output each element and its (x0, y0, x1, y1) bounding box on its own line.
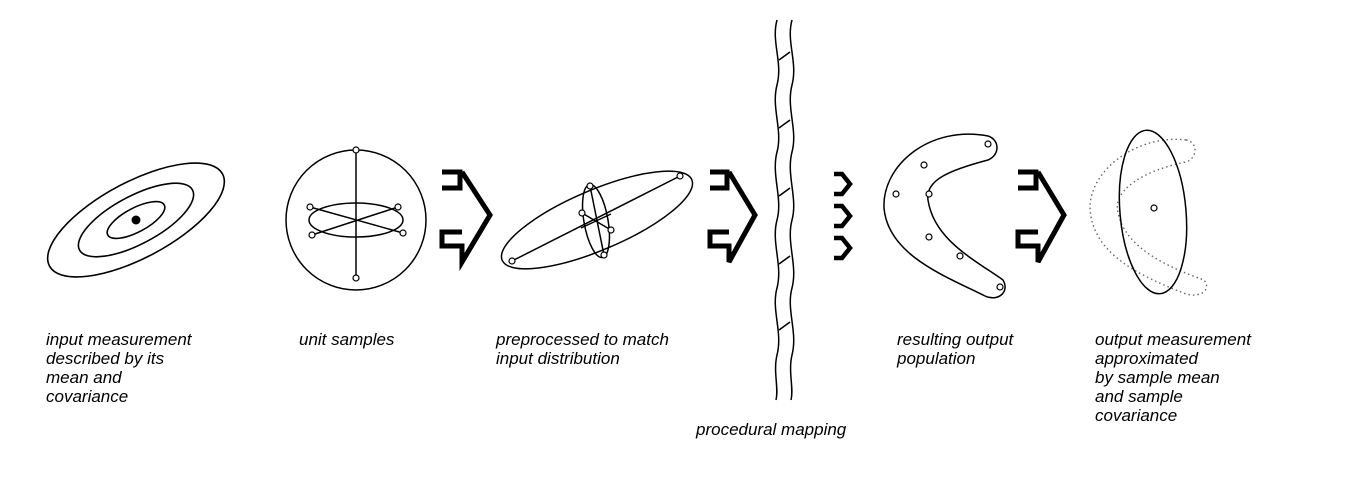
preprocessed-ellipse (500, 170, 694, 270)
preprocessed-cross-axis-2 (580, 213, 612, 229)
caption-line: described by its (46, 349, 165, 368)
small-arrow (834, 235, 853, 261)
output-sample (996, 283, 1004, 291)
sigma-point (600, 251, 608, 259)
barrier-hatch (778, 119, 791, 129)
output-sample (925, 233, 933, 241)
sigma-point (508, 257, 516, 265)
sigma-point (394, 203, 402, 211)
sigma-point (352, 146, 360, 154)
caption-line: covariance (46, 387, 129, 406)
sigma-point (308, 231, 316, 239)
process-arrow-2 (707, 169, 758, 264)
caption-unit-samples: unit samples (299, 330, 394, 349)
caption-preprocessed: preprocessed to match input distribution (496, 330, 669, 368)
procedural-mapping-barrier (774, 19, 795, 401)
caption-procedural-mapping: procedural mapping (696, 420, 846, 439)
preprocessed-sigma-points (508, 172, 684, 265)
sigma-point (352, 274, 360, 282)
small-arrow (834, 203, 853, 229)
outer-covariance-ellipse (46, 162, 226, 278)
sigma-point (578, 209, 586, 217)
sample-mean-point (1150, 204, 1158, 212)
unit-sphere (285, 149, 427, 291)
sigma-point (676, 172, 684, 180)
sigma-point (607, 226, 615, 234)
sphere-diagonal-axis-2 (311, 206, 399, 236)
sigma-point (399, 229, 407, 237)
caption-input-measurement: input measurement described by its mean … (46, 330, 192, 406)
caption-line: resulting output (897, 330, 1014, 349)
caption-line: preprocessed to match (496, 330, 669, 349)
caption-line: input distribution (496, 349, 620, 368)
caption-line: and sample (1095, 387, 1183, 406)
barrier-left-edge (774, 19, 780, 401)
output-sample (984, 140, 992, 148)
caption-line: by sample mean (1095, 368, 1220, 387)
caption-output-measurement: output measurement approximated by sampl… (1095, 330, 1251, 425)
barrier-hatch (778, 255, 791, 265)
input-covariance-ellipses (46, 162, 226, 278)
sample-covariance-ellipse (1118, 129, 1188, 295)
barrier-hatch (778, 51, 791, 61)
caption-line: unit samples (299, 330, 395, 349)
caption-resulting-output: resulting output population (897, 330, 1013, 368)
caption-line: output measurement (1095, 330, 1251, 349)
approximated-population-dotted (1089, 138, 1208, 296)
unit-sigma-points (306, 146, 407, 282)
caption-line: covariance (1095, 406, 1178, 425)
output-sample-points (892, 140, 1004, 291)
caption-line: procedural mapping (696, 420, 847, 439)
output-sample (892, 190, 900, 198)
output-sample (920, 161, 928, 169)
barrier-hatch (778, 187, 791, 197)
output-sample (925, 190, 933, 198)
caption-line: input measurement (46, 330, 192, 349)
middle-covariance-ellipse (77, 182, 195, 258)
barrier-right-edge (789, 19, 795, 401)
process-arrow-1 (439, 169, 493, 272)
sigma-point (306, 203, 314, 211)
mapping-arrows (834, 171, 853, 261)
caption-line: approximated (1095, 349, 1199, 368)
process-arrow-3 (1015, 169, 1067, 264)
output-sample (956, 252, 964, 260)
small-arrow (834, 171, 853, 197)
sigma-point (586, 182, 594, 190)
inner-covariance-ellipse (106, 200, 166, 240)
caption-line: population (897, 349, 976, 368)
mean-point (131, 215, 141, 225)
barrier-hatch (778, 321, 791, 331)
caption-line: mean and (46, 368, 122, 387)
output-population-outline (883, 133, 1006, 299)
